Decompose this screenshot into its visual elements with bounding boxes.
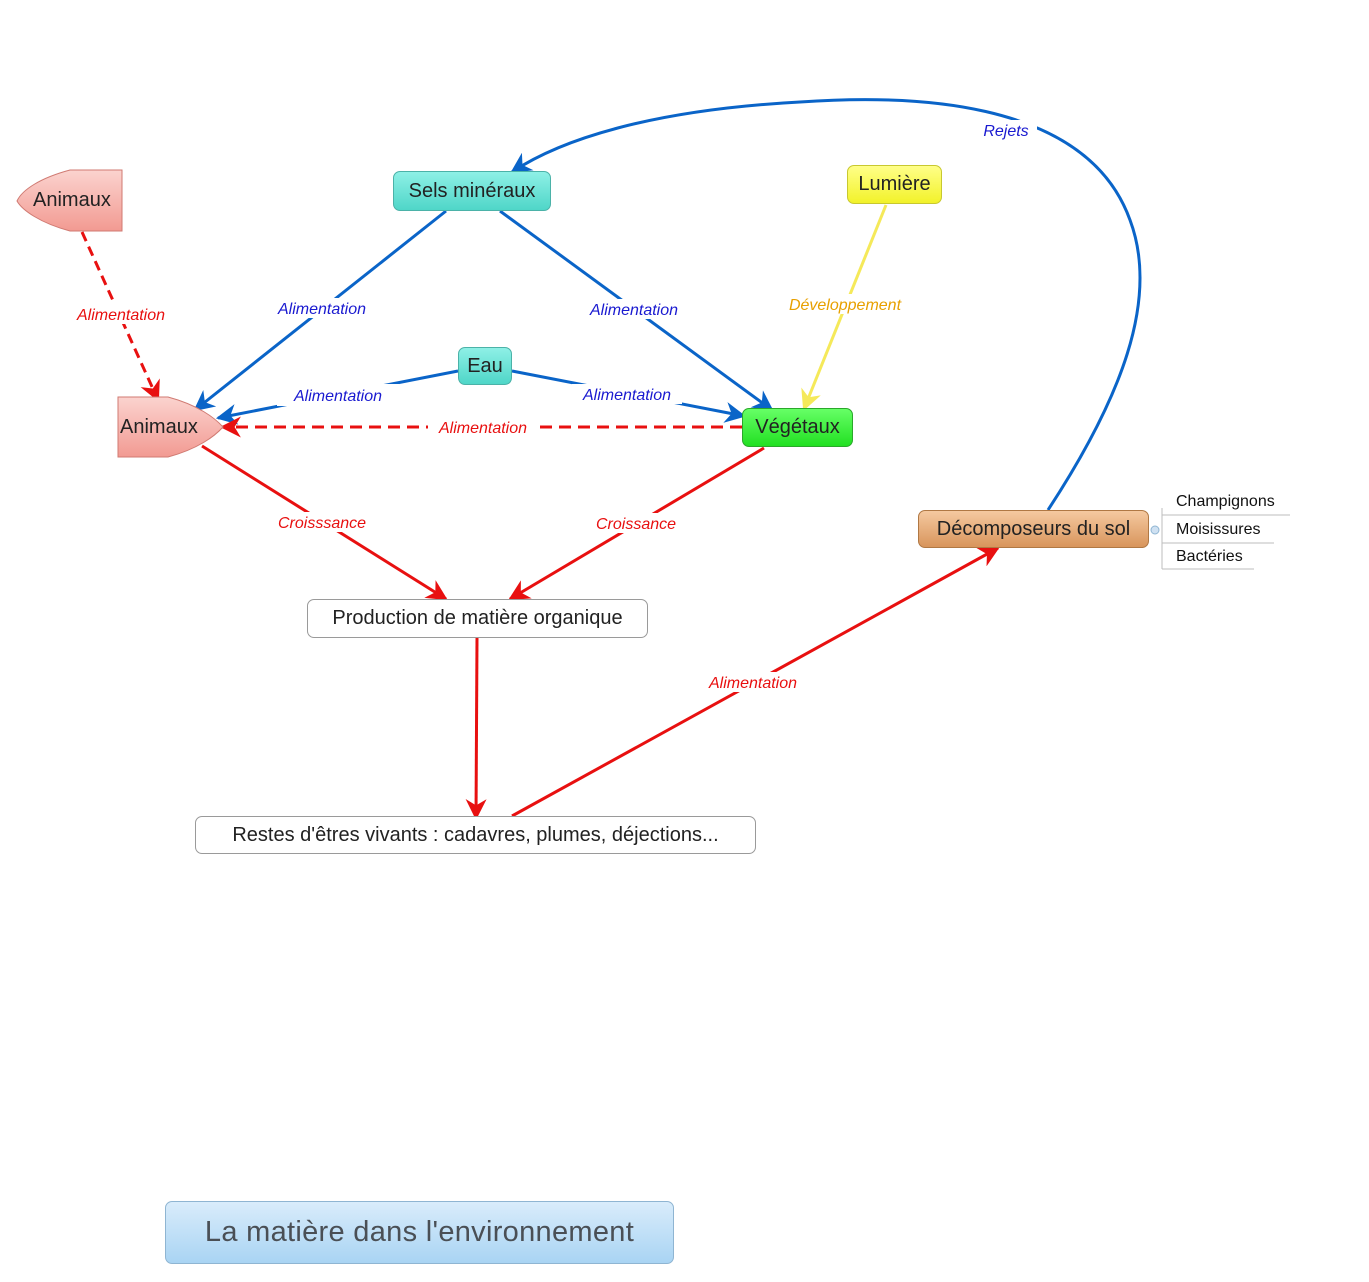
label-sels-vegetaux: Alimentation — [589, 302, 678, 319]
child-moisissures[interactable]: Moisissures — [1176, 521, 1261, 538]
label-sels-animaux: Alimentation — [277, 301, 366, 318]
node-sels-mineraux[interactable]: Sels minéraux — [393, 171, 551, 211]
label-eau-vegetaux: Alimentation — [582, 387, 671, 404]
animaux-top-shape — [16, 169, 123, 232]
edge-animaux-top-to-animaux — [80, 231, 160, 402]
label-restes-decomposeurs: Alimentation — [708, 675, 797, 692]
node-restes-etres-vivants[interactable]: Restes d'êtres vivants : cadavres, plume… — [195, 816, 756, 854]
label-lumiere-vegetaux: Développement — [789, 297, 902, 314]
node-decomposeurs-du-sol[interactable]: Décomposeurs du sol — [918, 510, 1149, 548]
node-lumiere[interactable]: Lumière — [847, 165, 942, 204]
label-animaux-top-animaux: Alimentation — [76, 307, 165, 324]
node-production-matiere-organique[interactable]: Production de matière organique — [307, 599, 648, 638]
node-eau[interactable]: Eau — [458, 347, 512, 385]
child-champignons[interactable]: Champignons — [1176, 493, 1275, 510]
edge-production-to-restes — [465, 637, 487, 821]
map-title[interactable]: La matière dans l'environnement — [165, 1201, 674, 1264]
edge-decomposeurs-to-sels — [510, 98, 1142, 511]
child-bacteries[interactable]: Bactéries — [1176, 548, 1243, 565]
node-animaux-top[interactable]: Animaux — [33, 189, 111, 211]
decomposeurs-connector-dot — [1150, 525, 1160, 535]
label-rejets: Rejets — [983, 123, 1028, 140]
label-vegetaux-animaux: Alimentation — [438, 420, 527, 437]
node-vegetaux[interactable]: Végétaux — [742, 408, 853, 447]
label-animaux-production: Croisssance — [278, 515, 366, 532]
animaux-main-shape — [117, 396, 224, 458]
node-animaux-main[interactable]: Animaux — [120, 416, 198, 438]
label-vegetaux-production: Croissance — [596, 516, 676, 533]
label-eau-animaux: Alimentation — [293, 388, 382, 405]
